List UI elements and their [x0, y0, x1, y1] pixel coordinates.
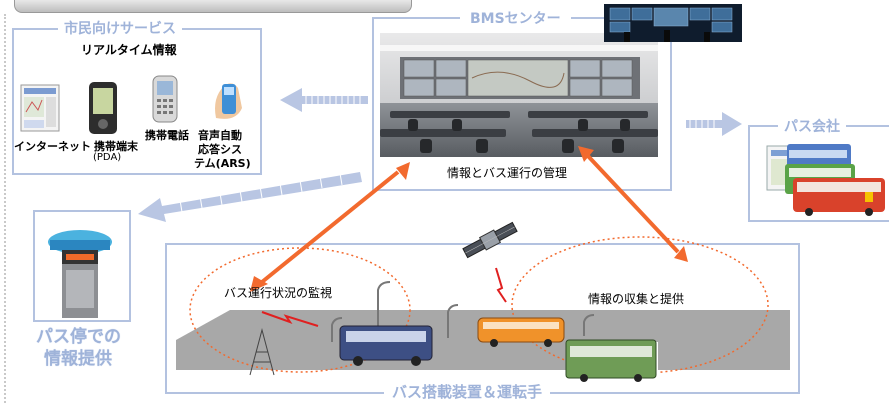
- bms-center-title: BMSセンター: [460, 8, 571, 28]
- bus-stop-title-line2: 情報提供: [44, 349, 112, 369]
- bus-stop-kiosk-image: [48, 230, 112, 318]
- citizen-services-title: 市民向けサービス: [58, 18, 182, 38]
- mobile-phone-image: [152, 75, 178, 123]
- green-bus: [565, 339, 658, 382]
- pda-image: [89, 82, 117, 134]
- monitor-zone-oval: [189, 247, 411, 373]
- operator-room-inset-image: [604, 4, 742, 42]
- orange-arrow-right: [578, 146, 688, 262]
- control-room-image: [380, 33, 658, 157]
- internet-screenshot-image: [20, 84, 60, 132]
- bms-caption: 情報とバス運行の管理: [447, 166, 568, 180]
- bus-company-buses-image: [766, 144, 885, 216]
- internet-label: インターネット: [14, 140, 91, 153]
- left-dotted-border: [4, 14, 6, 403]
- bus-company-title: パス会社: [778, 116, 846, 136]
- orange-arrow-left: [250, 162, 410, 292]
- pda-sub-label: (PDA): [93, 152, 122, 163]
- transmission-tower: [249, 328, 275, 376]
- street-lamps: [331, 281, 595, 342]
- satellite: [462, 221, 518, 259]
- top-tab-bar: [14, 0, 412, 13]
- collect-label: 情報の収集と提供: [588, 292, 685, 306]
- hatch-arrow-to-bus-stop: [138, 172, 362, 222]
- collect-zone-oval: [511, 236, 769, 374]
- signal-bolt-left: [261, 311, 319, 327]
- bus-onboard-title: バス搭載装置＆運転手: [384, 381, 551, 402]
- bus-stop-title-line1: パス停での: [36, 327, 121, 347]
- orange-bus: [477, 317, 565, 347]
- mobile-phone-label: 携帯電話: [145, 129, 189, 142]
- ars-phone-hand-image: [215, 83, 242, 119]
- pda-label: 携帯端末: [94, 140, 138, 153]
- ars-label-line1: 音声自動: [198, 129, 242, 142]
- blue-bus: [339, 325, 433, 366]
- monitor-label: バス運行状況の監視: [224, 286, 333, 300]
- ars-label-line3: テム(ARS): [194, 157, 251, 170]
- ars-label-line2: 応答シス: [198, 143, 242, 156]
- realtime-info-label: リアルタイム情報: [81, 43, 177, 57]
- signal-bolt-center: [495, 267, 507, 303]
